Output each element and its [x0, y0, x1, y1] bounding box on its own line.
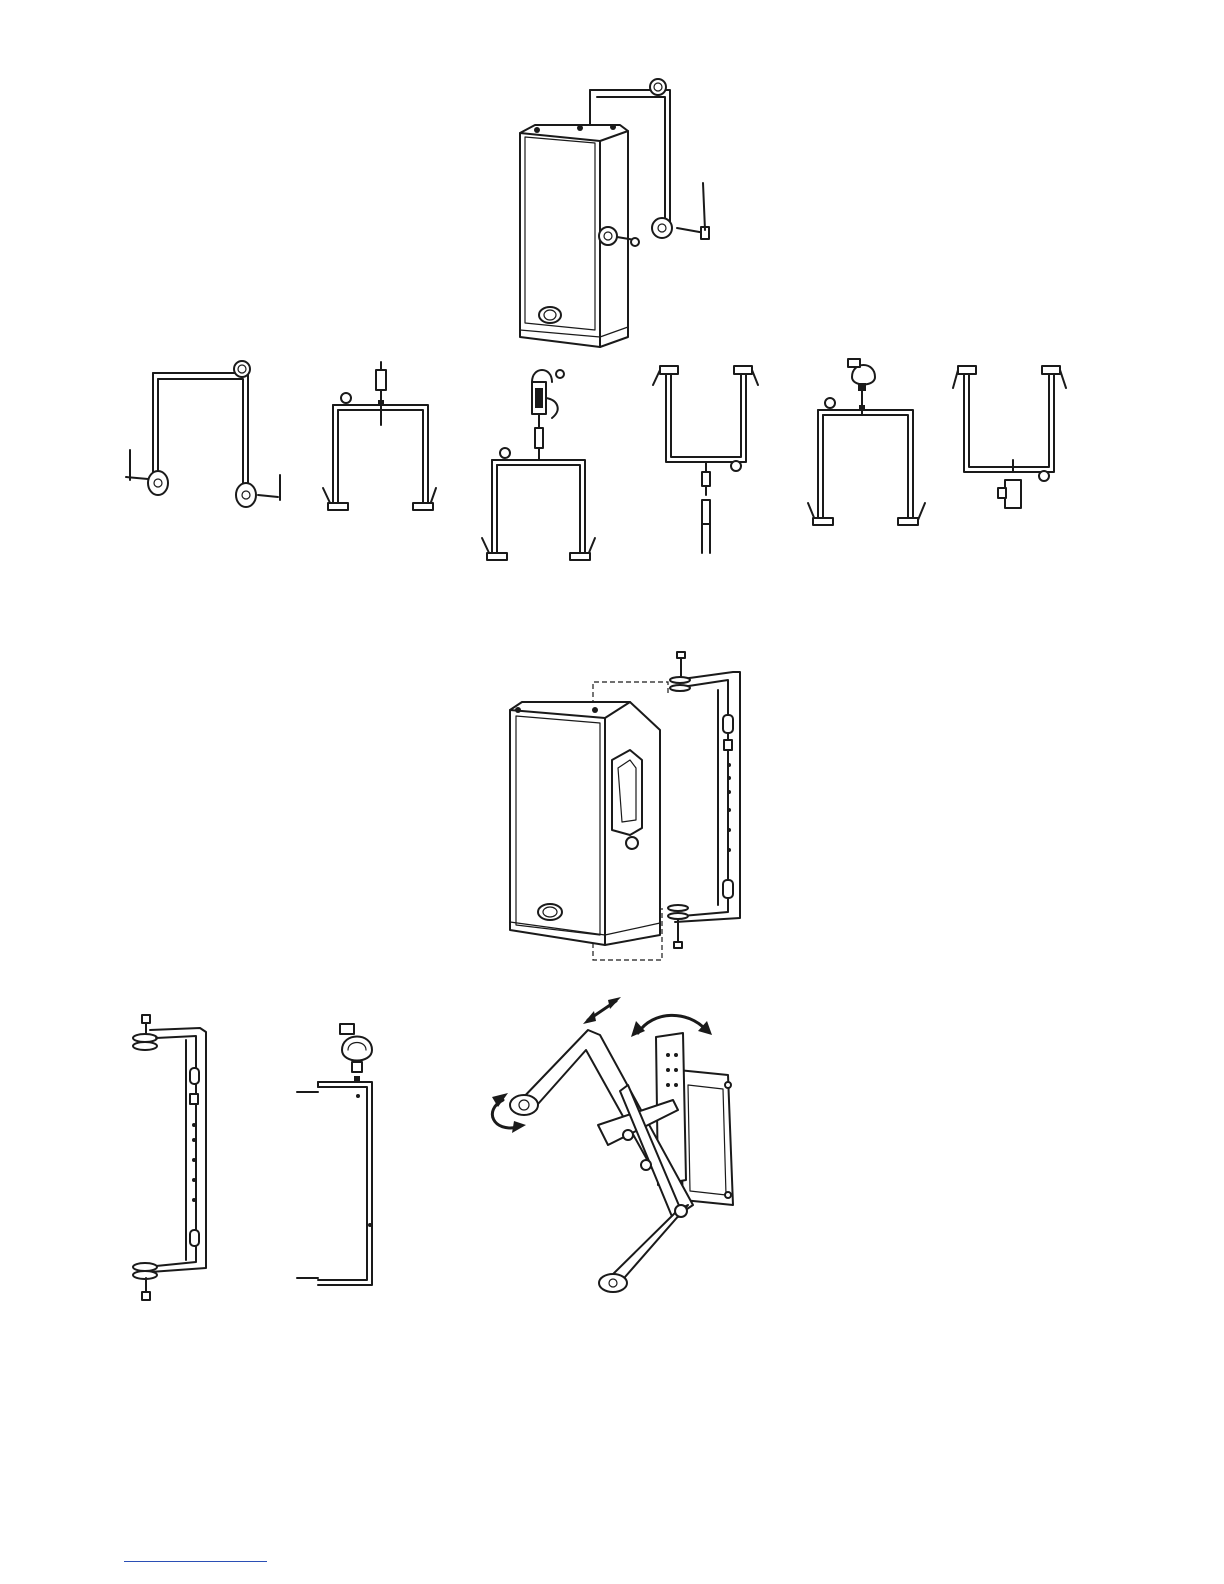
inverted-u-bracket-pole-mount — [648, 360, 763, 555]
footnote-rule — [124, 1561, 267, 1562]
wall-mount-arm — [478, 995, 743, 1300]
clamp-bracket-side-view — [292, 1020, 382, 1290]
inverted-u-bracket-with-stand-adapter — [950, 360, 1070, 510]
side-bracket-detail — [128, 1010, 218, 1305]
u-bracket-with-clamp — [800, 355, 930, 535]
u-bracket-with-clamp-and-pole — [470, 360, 605, 570]
eyebolt-u-bracket — [118, 355, 293, 515]
u-bracket-with-pole-adapter — [318, 360, 448, 520]
wide-speaker-with-side-bracket — [500, 650, 760, 965]
tall-speaker-with-eyebolt-bracket — [505, 75, 730, 355]
